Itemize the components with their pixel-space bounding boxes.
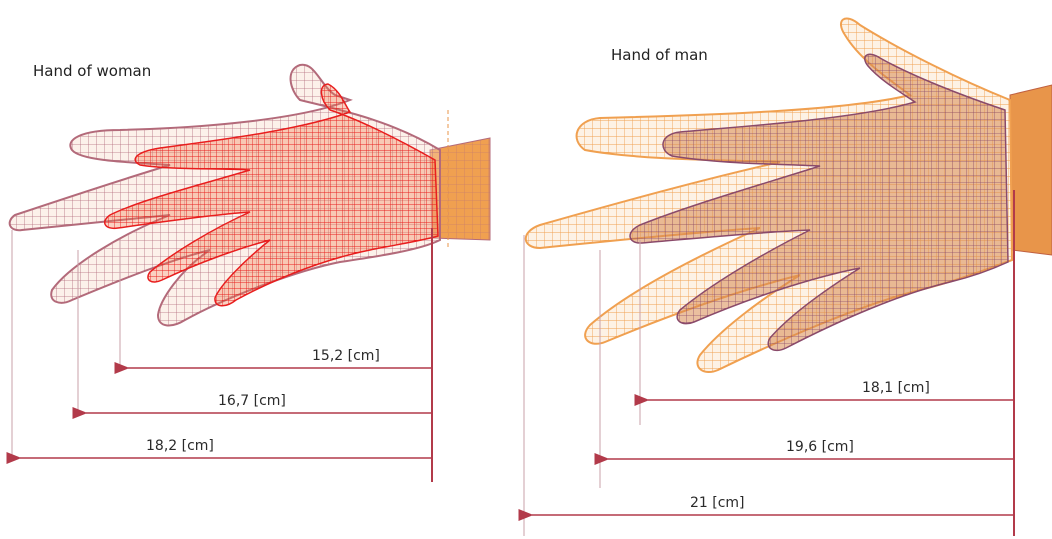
- man-title: Hand of man: [611, 46, 708, 64]
- man-wrist: [1010, 85, 1052, 255]
- man-measure-3: 21 [cm]: [690, 495, 745, 511]
- woman-measure-2: 16,7 [cm]: [218, 393, 286, 409]
- man-panel: Hand of man 18,1 [cm] 19,6 [cm] 21 [cm]: [524, 18, 1052, 536]
- man-measure-2: 19,6 [cm]: [786, 439, 854, 455]
- man-measure-1: 18,1 [cm]: [862, 380, 930, 396]
- woman-title: Hand of woman: [33, 62, 151, 80]
- woman-measure-3: 18,2 [cm]: [146, 438, 214, 454]
- woman-panel: Hand of woman 15,2 [cm] 16,7 [cm] 18,2 […: [10, 62, 490, 482]
- woman-measure-1: 15,2 [cm]: [312, 348, 380, 364]
